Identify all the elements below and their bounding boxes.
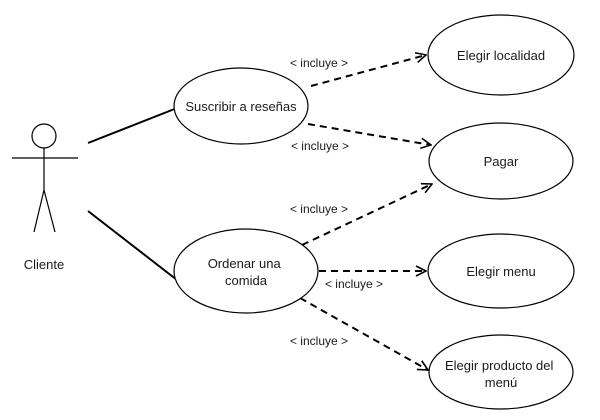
svg-text:Ordenar una comida: Ordenar una comida — [208, 256, 285, 288]
use-case-localidad: Elegir localidad — [427, 14, 575, 96]
label-include-pagar: < incluye > — [291, 139, 349, 153]
use-case-menu: Elegir menu — [427, 233, 575, 309]
use-case-ordenar-line-1: Ordenar una — [208, 256, 282, 271]
label-include-menu: < incluye > — [325, 277, 383, 291]
use-case-producto: Elegir producto del menú — [428, 334, 574, 410]
actor-head — [31, 123, 57, 149]
use-case-localidad-label: Elegir localidad — [457, 48, 545, 63]
include-suscribir-pagar — [307, 123, 431, 145]
include-suscribir-localidad — [310, 55, 426, 87]
association-cliente-suscribir — [87, 107, 178, 144]
actor-left-leg — [33, 189, 45, 233]
use-case-pagar-label: Pagar — [484, 154, 519, 169]
svg-text:Elegir producto del menú: Elegir producto del menú — [445, 358, 557, 390]
label-include-producto: < incluye > — [290, 334, 348, 348]
label-include-ordenar-pagar: < incluye > — [290, 202, 348, 216]
association-cliente-ordenar — [87, 210, 178, 281]
include-ordenar-producto — [299, 297, 428, 370]
label-include-localidad: < incluye > — [290, 56, 348, 70]
actor-label: Cliente — [24, 257, 64, 272]
use-case-producto-line-1: Elegir producto del — [445, 358, 554, 373]
use-case-ordenar: Ordenar una comida — [173, 228, 319, 314]
use-case-suscribir: Suscribir a reseñas — [173, 67, 309, 145]
use-case-menu-label: Elegir menu — [466, 264, 535, 279]
use-case-ordenar-line-2: comida — [225, 273, 268, 288]
actor-cliente: Cliente — [12, 123, 78, 272]
use-case-suscribir-label: Suscribir a reseñas — [185, 99, 297, 114]
use-case-producto-line-2: menú — [485, 375, 518, 390]
use-case-pagar: Pagar — [428, 122, 574, 200]
actor-right-leg — [43, 189, 56, 233]
